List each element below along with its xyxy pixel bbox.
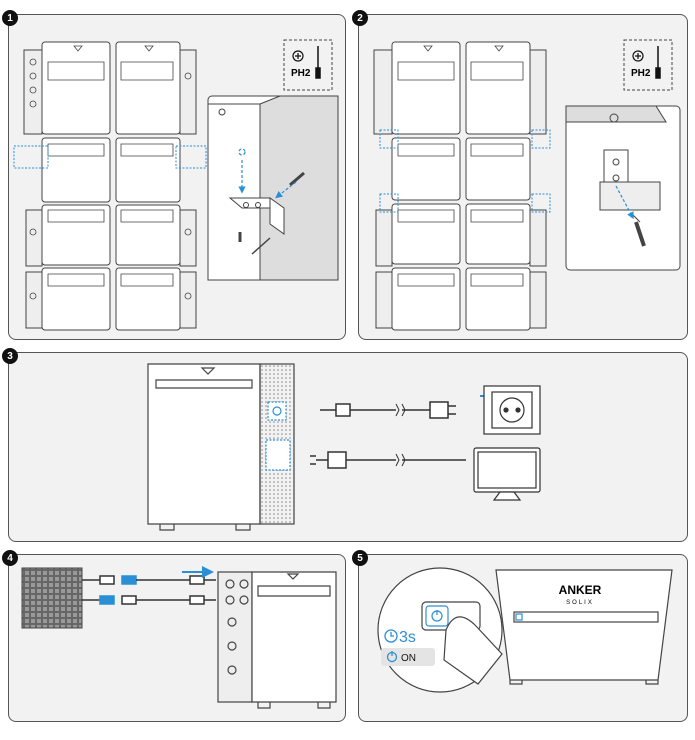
step-5-badge: 5 bbox=[352, 550, 368, 566]
tool-label-1: PH2 bbox=[291, 68, 311, 79]
monitor bbox=[473, 447, 541, 501]
step-5-unit bbox=[495, 569, 673, 685]
wall-socket bbox=[483, 385, 541, 435]
brand-sub: SOLIX bbox=[566, 600, 594, 606]
on-state-label: ON bbox=[401, 653, 416, 664]
power-button-zoom bbox=[421, 601, 503, 685]
step-4-badge: 4 bbox=[2, 550, 18, 566]
step-1-brackets bbox=[13, 145, 207, 169]
step-1-arrows bbox=[238, 148, 297, 199]
step-1-zoom bbox=[207, 95, 339, 281]
step-3-panel bbox=[8, 352, 688, 542]
solar-panel bbox=[21, 567, 83, 629]
step-3-badge: 3 bbox=[2, 348, 18, 364]
clock-icon bbox=[384, 629, 398, 643]
step-1-stack bbox=[23, 41, 197, 331]
step-2-handles bbox=[397, 45, 524, 287]
step-3-unit bbox=[147, 363, 295, 531]
hold-duration: 3s bbox=[399, 629, 416, 646]
step-2-stack bbox=[373, 41, 547, 331]
step-2-zoom bbox=[565, 105, 681, 271]
step-1-handles bbox=[47, 45, 174, 287]
step-1-tool-box bbox=[283, 39, 333, 91]
step-1-ports bbox=[29, 58, 192, 300]
step-4-unit bbox=[217, 571, 337, 709]
step-1-badge: 1 bbox=[2, 10, 18, 26]
step-3-cables bbox=[310, 401, 466, 469]
step-4-cables bbox=[82, 575, 216, 605]
power-icon bbox=[386, 651, 398, 663]
step-2-brackets bbox=[379, 129, 551, 213]
step-2-tool-box bbox=[623, 39, 673, 91]
tool-label-2: PH2 bbox=[631, 68, 651, 79]
brand-name: ANKER bbox=[559, 583, 602, 597]
step-2-badge: 2 bbox=[352, 10, 368, 26]
step-2-arrows bbox=[615, 185, 634, 220]
